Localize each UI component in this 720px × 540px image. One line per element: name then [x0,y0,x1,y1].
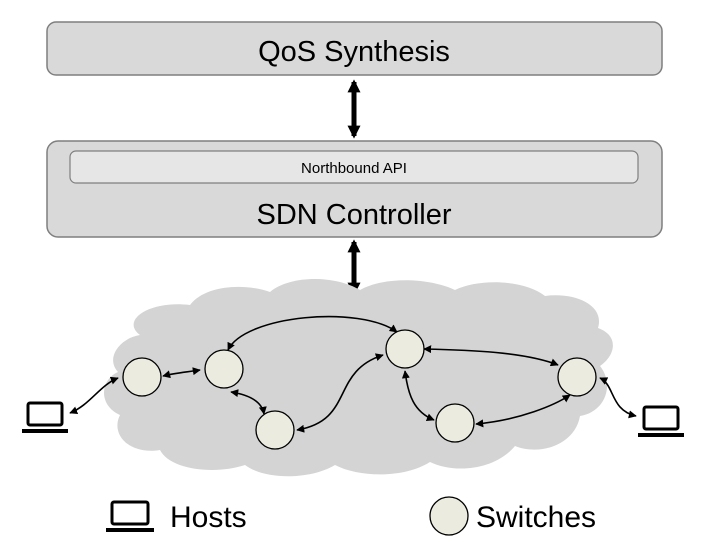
legend-host-laptop-icon [106,500,154,532]
switch-node [435,403,475,443]
sdn-controller-label: SDN Controller [257,199,452,231]
qos-synthesis-box: QoS Synthesis [46,21,663,76]
legend-switch-icon [429,496,469,536]
link-s4-s5 [401,370,435,422]
network-links [69,315,637,433]
switch-node [204,349,244,389]
sdn-controller-box: Northbound API SDN Controller [46,140,663,238]
legend: Hosts Switches [106,496,596,536]
legend-switches-label: Switches [476,501,596,534]
switch-node [557,357,597,397]
link-s1-s2 [162,367,201,379]
link-s6-hright [599,377,637,419]
link-s2-s4 [227,315,398,351]
switch-node [255,410,295,450]
northbound-api-label: Northbound API [301,160,407,177]
switches [122,329,597,450]
link-s3-s4 [296,353,384,433]
northbound-api-bar [69,150,639,184]
link-hleft-s1 [69,376,119,415]
switch-node [122,357,162,397]
network-cloud [104,278,613,477]
link-s2-s3 [230,389,267,415]
host-right-laptop-icon [638,405,684,437]
qos-synthesis-label: QoS Synthesis [258,36,450,68]
legend-hosts-label: Hosts [170,501,247,534]
link-s5-s6 [475,394,571,428]
switch-node [385,329,425,369]
host-left-laptop-icon [22,401,68,433]
link-s4-s6 [423,345,559,367]
